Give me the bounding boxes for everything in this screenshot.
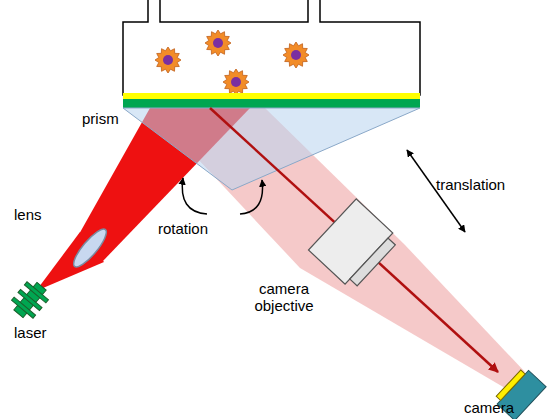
part-label: laser xyxy=(14,324,47,341)
motion-label: rotation xyxy=(158,220,208,237)
lens-shape xyxy=(69,225,111,271)
part-label: prism xyxy=(82,110,119,127)
prism-shape xyxy=(123,108,420,190)
gold-layer xyxy=(123,93,420,99)
part-label: lens xyxy=(14,206,42,223)
cell-nucleus xyxy=(291,50,301,60)
cells xyxy=(155,30,309,95)
rotation-arrow-left xyxy=(182,178,207,214)
objective-body xyxy=(308,199,400,291)
cell xyxy=(223,69,249,95)
part-label: camera objective xyxy=(244,280,324,315)
laser-device xyxy=(8,277,53,323)
rotation-arrow-right xyxy=(240,180,263,214)
cell-nucleus xyxy=(231,77,241,87)
cell-nucleus xyxy=(163,55,173,65)
cell xyxy=(205,30,231,56)
cell-nucleus xyxy=(213,38,223,48)
motion-label: translation xyxy=(436,176,505,193)
sensor-layer xyxy=(123,99,420,108)
cell xyxy=(283,42,309,68)
flow-cell-fill xyxy=(123,22,420,108)
part-label: camera xyxy=(464,399,514,416)
cell xyxy=(155,47,181,73)
flow-cell xyxy=(123,0,420,95)
reflected-ray xyxy=(210,108,498,372)
